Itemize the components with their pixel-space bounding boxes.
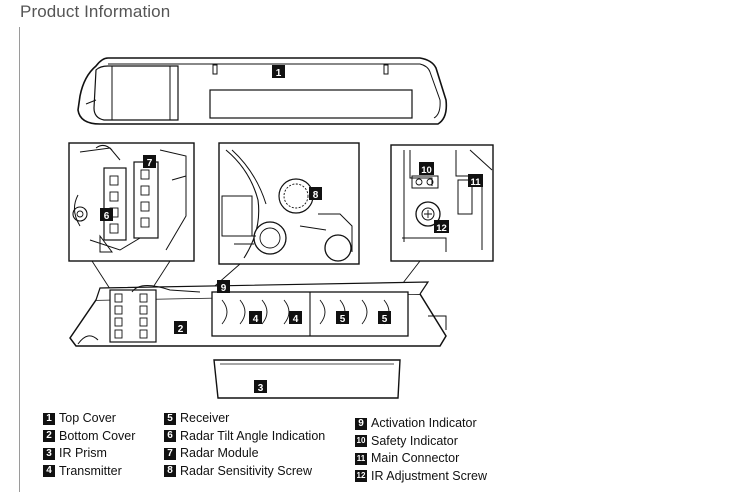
legend-column-2: 5 Receiver 6 Radar Tilt Angle Indication 7… <box>164 410 325 480</box>
svg-text:5: 5 <box>340 314 346 325</box>
legend-item-activation-indicator: 9 Activation Indicator <box>355 415 487 433</box>
legend-label: Main Connector <box>371 451 460 465</box>
legend-number-1: 1 <box>43 412 55 425</box>
legend-label: IR Prism <box>59 446 107 460</box>
legend-number-11: 11 <box>355 452 367 465</box>
legend-number-8: 8 <box>164 465 176 478</box>
legend-column-3: 9 Activation Indicator 10 Safety Indicator… <box>355 415 487 485</box>
callout-10: 10 <box>419 162 434 176</box>
legend-item-transmitter: 4 Transmitter <box>43 463 135 481</box>
legend-label: Radar Module <box>180 446 259 460</box>
legend-label: Activation Indicator <box>371 416 477 430</box>
svg-text:4: 4 <box>293 314 299 325</box>
legend-item-bottom-cover: 2 Bottom Cover <box>43 428 135 446</box>
legend-number-5: 5 <box>164 412 176 425</box>
svg-text:4: 4 <box>253 314 259 325</box>
callout-7: 7 <box>143 155 156 169</box>
legend-item-radar-tilt: 6 Radar Tilt Angle Indication <box>164 428 325 446</box>
callout-5b: 5 <box>378 311 391 325</box>
callout-8: 8 <box>309 187 322 201</box>
top-cover-illustration <box>77 57 448 125</box>
legend-label: Safety Indicator <box>371 433 458 448</box>
legend-number-4: 4 <box>43 465 55 478</box>
callout-12: 12 <box>434 220 449 234</box>
callout-4b: 4 <box>289 311 302 325</box>
legend-number-6: 6 <box>164 430 176 443</box>
callout-4a: 4 <box>249 311 262 325</box>
legend-label: Receiver <box>180 411 230 425</box>
inset-radar-sensitivity <box>218 142 360 265</box>
legend-item-radar-module: 7 Radar Module <box>164 445 325 463</box>
legend-item-radar-sensitivity: 8 Radar Sensitivity Screw <box>164 463 325 481</box>
legend-number-10: 10 <box>355 435 367 448</box>
svg-text:5: 5 <box>382 314 388 325</box>
legend-label: Radar Tilt Angle Indication <box>180 428 326 443</box>
legend-number-7: 7 <box>164 447 176 460</box>
svg-text:7: 7 <box>147 158 153 169</box>
inset-connector <box>390 144 494 262</box>
legend-number-12: 12 <box>355 470 367 483</box>
legend-item-receiver: 5 Receiver <box>164 410 325 428</box>
legend-label: IR Adjustment Screw <box>371 468 488 483</box>
legend-label: Transmitter <box>59 463 122 478</box>
legend-item-safety-indicator: 10 Safety Indicator <box>355 433 487 451</box>
legend-label: Radar Sensitivity Screw <box>180 463 312 478</box>
legend-item-top-cover: 1 Top Cover <box>43 410 135 428</box>
legend-item-ir-adjustment-screw: 12 IR Adjustment Screw <box>355 468 487 486</box>
legend-number-9: 9 <box>355 417 367 430</box>
svg-text:10: 10 <box>421 165 432 176</box>
legend-column-1: 1 Top Cover 2 Bottom Cover 3 IR Prism 4 Tran… <box>43 410 135 480</box>
page-title: Product Information <box>20 2 171 21</box>
svg-text:6: 6 <box>104 211 110 222</box>
ir-prism-illustration <box>213 359 401 399</box>
callout-11: 11 <box>468 174 483 188</box>
callout-3: 3 <box>254 380 267 394</box>
svg-text:3: 3 <box>258 383 264 394</box>
svg-text:2: 2 <box>178 324 184 335</box>
svg-text:8: 8 <box>313 190 319 201</box>
legend-number-3: 3 <box>43 447 55 460</box>
legend-label: Bottom Cover <box>59 428 136 443</box>
left-divider <box>19 27 20 492</box>
legend-item-main-connector: 11 Main Connector <box>355 450 487 468</box>
svg-text:9: 9 <box>221 283 227 294</box>
svg-text:12: 12 <box>436 223 447 234</box>
callout-6: 6 <box>100 208 113 222</box>
callout-1: 1 <box>272 65 285 79</box>
svg-text:1: 1 <box>276 68 282 79</box>
legend-number-2: 2 <box>43 430 55 443</box>
legend-label: Top Cover <box>59 411 116 425</box>
callout-2: 2 <box>174 321 187 335</box>
callout-5a: 5 <box>336 311 349 325</box>
legend-item-ir-prism: 3 IR Prism <box>43 445 135 463</box>
callout-9: 9 <box>217 280 230 294</box>
svg-text:11: 11 <box>470 177 481 188</box>
inset-radar-tilt <box>68 142 195 262</box>
